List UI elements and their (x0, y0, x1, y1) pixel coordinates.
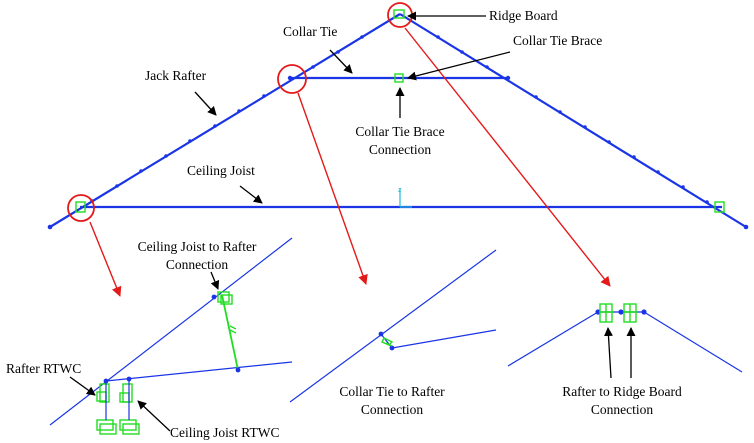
rafter-to-ridge-label-line1: Rafter to Ridge Board (562, 384, 682, 399)
heel-detail: Ceiling Joist to Rafter Connection Rafte… (6, 237, 293, 440)
collar-tie-brace-connection-label-line1: Collar Tie Brace (355, 124, 444, 139)
ridge-connection-symbol (393, 9, 405, 19)
ridge-detail: Rafter to Ridge Board Connection (507, 303, 743, 417)
collar-brace-connection-symbol (394, 73, 404, 83)
ridge-board-label: Ridge Board (489, 8, 558, 23)
left-heel-connection-symbol (75, 201, 86, 213)
right-jack-rafter (399, 13, 747, 228)
heel-detail-connection-link (221, 294, 239, 371)
axis-marker: z (398, 187, 412, 208)
ceiling-joist-arrow (239, 185, 263, 204)
collar-tie-brace-arrow (407, 51, 511, 81)
heel-detail-ceiling-joist (105, 361, 293, 382)
ridge-detail-right-rafter (643, 311, 743, 373)
collar-detail-rafter (289, 249, 497, 403)
ceiling-joist-rtwc-label: Ceiling Joist RTWC (170, 425, 279, 440)
collar-tie-detail: Collar Tie to Rafter Connection (289, 249, 497, 417)
collar-tie-brace-label: Collar Tie Brace (513, 33, 602, 48)
ceiling-joist-label: Ceiling Joist (187, 163, 255, 178)
svg-text:z: z (398, 187, 402, 194)
rafter-to-ridge-label-line2: Connection (591, 402, 653, 417)
rafter-rtwc-arrow (69, 376, 96, 396)
ridge-leader-arrow (404, 27, 611, 287)
detail-leaders (89, 27, 611, 297)
collar-tie-highlight-circle (277, 64, 307, 94)
jack-rafter-arrow (194, 91, 217, 116)
heel-leader-arrow (89, 221, 122, 297)
left-jack-rafter (49, 13, 401, 228)
main-labels: Ridge Board Collar Tie Collar Tie Brace … (145, 8, 602, 204)
collar-leader-arrow (297, 92, 368, 285)
jack-rafter-label: Jack Rafter (145, 68, 207, 83)
collar-tie-to-rafter-label-line1: Collar Tie to Rafter (339, 384, 445, 399)
collar-tie-brace-connection-label-line2: Connection (369, 142, 431, 157)
rafter-rtwc-label: Rafter RTWC (6, 361, 81, 376)
right-rafter-nodes (436, 35, 749, 230)
collar-tie-arrow (329, 49, 353, 74)
main-truss: z (47, 2, 749, 230)
right-heel-connection-symbol (714, 201, 725, 213)
ceiling-joist-rtwc-arrow (137, 400, 171, 432)
ceiling-joist-to-rafter-label-line2: Connection (166, 257, 228, 272)
heel-detail-hardware (96, 291, 233, 435)
heel-highlight-circle (67, 194, 95, 222)
ridge-detail-arrow-left (603, 327, 613, 379)
collar-tie-label: Collar Tie (283, 24, 337, 39)
collar-detail-hardware (381, 337, 394, 347)
collar-tie-to-rafter-label-line2: Connection (361, 402, 423, 417)
ridge-detail-left-rafter (507, 311, 599, 367)
ceiling-joist-to-rafter-label-line1: Ceiling Joist to Rafter (138, 239, 257, 254)
collar-detail-collar-tie (391, 329, 497, 349)
ceiling-joist-to-rafter-arrow (210, 271, 220, 290)
heel-detail-break-mark (229, 325, 237, 334)
ridge-detail-hardware (599, 303, 637, 323)
